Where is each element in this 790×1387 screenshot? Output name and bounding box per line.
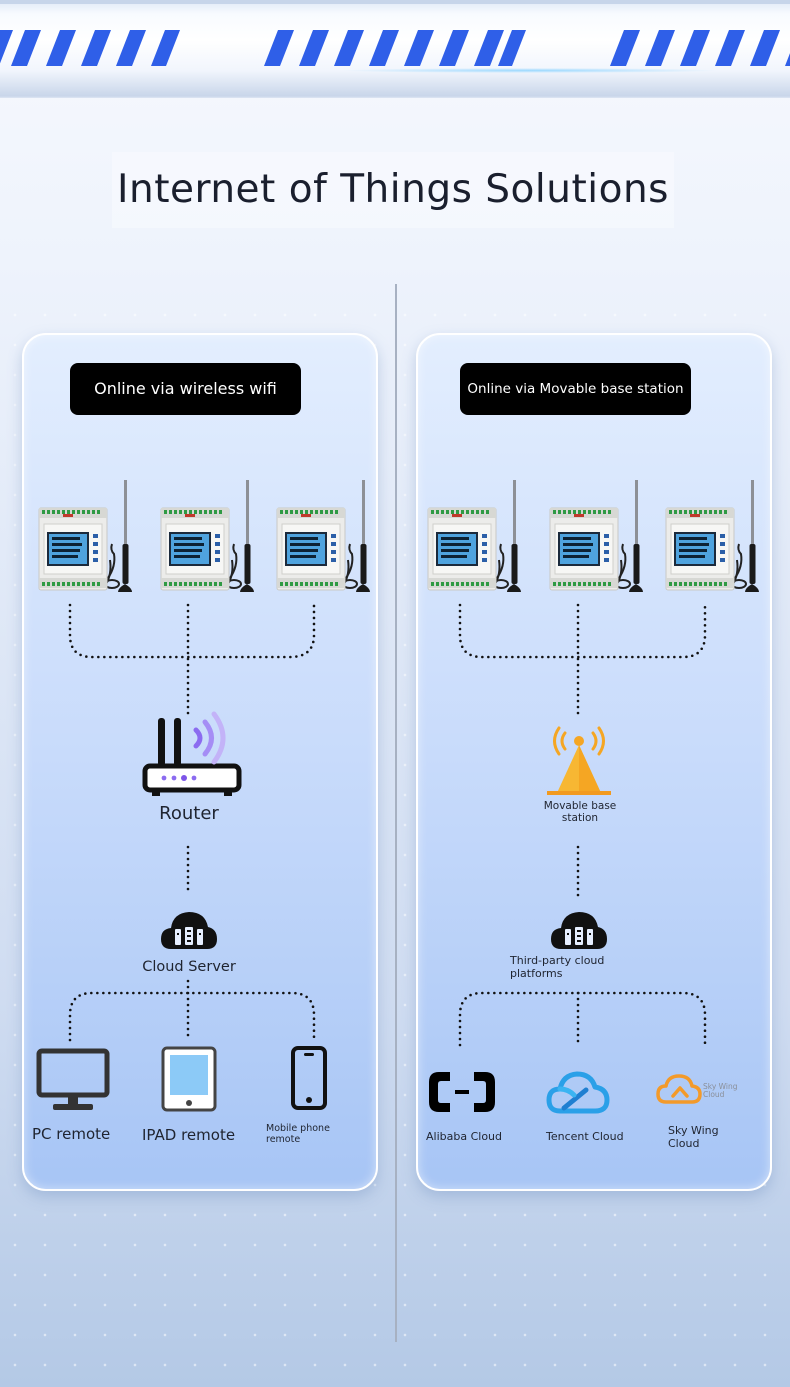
base-station-tower-icon [547, 726, 611, 795]
cloud-server-label: Cloud Server [142, 959, 236, 975]
stripe-pattern [0, 30, 790, 66]
top-banner [0, 0, 790, 100]
energy-meter-device [276, 480, 371, 593]
endpoint-label: Mobile phone remote [266, 1123, 330, 1145]
energy-meter-device [549, 480, 644, 593]
connection-lines [458, 603, 707, 1047]
smartphone-icon [291, 1046, 327, 1110]
wifi-solution-panel: Online via wireless wifi Router [22, 333, 378, 1191]
tencent-cloud-icon [546, 1071, 610, 1114]
sky-wing-cloud-logo: Sky Wing Cloud [656, 1072, 746, 1112]
base-station-solution-panel: Online via Movable base station Movable … [416, 333, 772, 1191]
energy-meter-device [665, 480, 760, 593]
energy-meter-device [427, 480, 522, 593]
panel-header-wifi: Online via wireless wifi [70, 363, 301, 415]
sky-wing-logo-text: Sky Wing Cloud [703, 1082, 738, 1099]
tablet-icon [161, 1046, 217, 1112]
endpoint-label: Sky Wing Cloud [668, 1124, 719, 1150]
endpoint-label: PC remote [32, 1125, 111, 1143]
center-divider [395, 284, 397, 1342]
router-label: Router [159, 803, 219, 824]
energy-meter-device [38, 480, 133, 593]
cloud-platform-label: Third-party cloud platforms [510, 954, 605, 980]
endpoint-label: Alibaba Cloud [426, 1130, 503, 1143]
base-station-label: Movable base station [543, 800, 617, 824]
alibaba-cloud-icon [429, 1072, 495, 1112]
monitor-icon [36, 1048, 110, 1110]
endpoint-label: IPAD remote [142, 1126, 236, 1144]
cloud-server-icon [161, 912, 217, 949]
connection-lines [68, 603, 316, 1042]
router-icon [142, 711, 242, 796]
energy-meter-device [160, 480, 255, 593]
sky-wing-cloud-icon [656, 1074, 702, 1104]
cloud-platform-icon [551, 912, 607, 949]
endpoint-label: Tencent Cloud [546, 1130, 624, 1143]
page-title: Internet of Things Solutions [112, 152, 674, 228]
panel-header-base-station: Online via Movable base station [460, 363, 691, 415]
